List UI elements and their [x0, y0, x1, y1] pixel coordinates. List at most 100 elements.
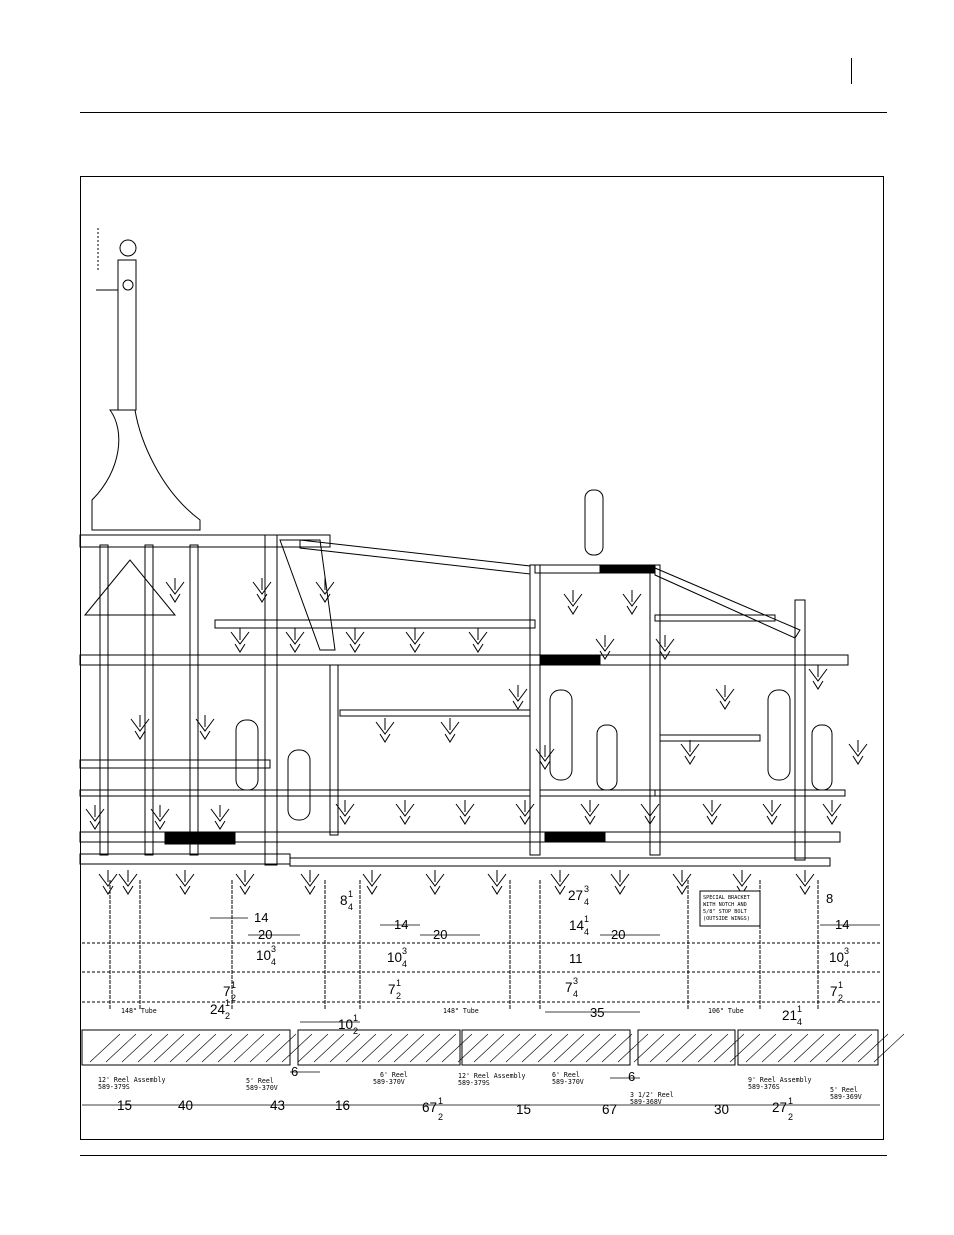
sweep-icon — [808, 665, 828, 690]
reel-hatch-line — [297, 1033, 329, 1063]
dim-20-c: 20 — [611, 927, 625, 942]
svg-text:1: 1 — [348, 889, 353, 899]
reel-hatching — [89, 1033, 905, 1063]
svg-text:4: 4 — [348, 902, 353, 912]
special-bracket-note: SPECIAL BRACKET WITH NOTCH AND 5/8" STOP… — [699, 890, 761, 927]
reel-hatch-line — [425, 1033, 457, 1063]
reel-hatch-line — [521, 1033, 553, 1063]
svg-text:67: 67 — [422, 1100, 437, 1115]
svg-text:589-376S: 589-376S — [748, 1083, 780, 1091]
svg-text:27: 27 — [568, 888, 583, 903]
reel-hatch-line — [457, 1033, 489, 1063]
sweep-icon — [375, 718, 395, 743]
dim-bottom-15-b: 15 — [516, 1102, 531, 1117]
svg-text:12' Reel Assembly: 12' Reel Assembly — [458, 1072, 526, 1080]
svg-text:10: 10 — [387, 950, 402, 965]
machine-frame-linework — [79, 228, 849, 867]
misc-dimensions: 11 35 6 6 — [291, 951, 635, 1084]
reel-hatch-line — [489, 1033, 521, 1063]
dim-14-c: 14 — [835, 917, 849, 932]
reel-hatch-line — [89, 1033, 121, 1063]
sweep-icon — [680, 740, 700, 765]
reel-hatch-line — [169, 1033, 201, 1063]
svg-text:4: 4 — [402, 959, 407, 969]
reel-hatch-line — [537, 1033, 569, 1063]
svg-text:3: 3 — [844, 946, 849, 956]
svg-text:1: 1 — [225, 998, 230, 1008]
svg-text:1: 1 — [788, 1096, 793, 1106]
sweep-icon — [535, 745, 555, 770]
svg-text:21: 21 — [782, 1008, 797, 1023]
sweep-icon — [515, 800, 535, 825]
svg-text:589-379S: 589-379S — [458, 1079, 490, 1087]
sweep-icon — [508, 685, 528, 710]
dim-14-b: 14 — [394, 917, 408, 932]
sweep-icon — [150, 805, 170, 830]
svg-text:3: 3 — [402, 946, 407, 956]
sweep-icon — [335, 800, 355, 825]
sweep-icon — [425, 870, 445, 895]
dim-bottom-43: 43 — [270, 1098, 285, 1113]
svg-text:3: 3 — [584, 884, 589, 894]
sweep-icon — [315, 578, 335, 603]
reel-hatch-line — [441, 1033, 473, 1063]
dim-bottom-30: 30 — [714, 1102, 729, 1117]
svg-text:6' Reel: 6' Reel — [380, 1071, 408, 1079]
reel-hatch-line — [745, 1033, 777, 1063]
sweep-icon — [655, 635, 675, 660]
reel-hatch-line — [345, 1033, 377, 1063]
reel-hatch-line — [777, 1033, 809, 1063]
sweep-icon — [715, 685, 735, 710]
reel-hatch-line — [601, 1033, 633, 1063]
sweep-icon — [672, 870, 692, 895]
reel-hatch-line — [681, 1033, 713, 1063]
header-rule — [80, 112, 887, 113]
reel-hatch-line — [553, 1033, 585, 1063]
sweep-icon — [468, 628, 488, 653]
reel-hatch-line — [793, 1033, 825, 1063]
harrow-stems — [109, 880, 819, 1010]
svg-text:4: 4 — [584, 897, 589, 907]
svg-text:589-379S: 589-379S — [98, 1083, 130, 1091]
reel-hatch-line — [329, 1033, 361, 1063]
sweep-icon — [455, 800, 475, 825]
reel-hatch-line — [393, 1033, 425, 1063]
svg-text:7: 7 — [565, 980, 573, 995]
reel-hatch-line — [201, 1033, 233, 1063]
reel-hatch-line — [313, 1033, 345, 1063]
reel-hatch-line — [233, 1033, 265, 1063]
reel-hatch-line — [409, 1033, 441, 1063]
reel-hatch-line — [105, 1033, 137, 1063]
svg-text:2: 2 — [396, 991, 401, 1001]
svg-text:3 1/2' Reel: 3 1/2' Reel — [630, 1091, 674, 1099]
svg-text:1: 1 — [584, 914, 589, 924]
sweep-icon — [610, 870, 630, 895]
reel-hatch-line — [569, 1033, 601, 1063]
dim-bottom-16: 16 — [335, 1098, 350, 1113]
sweep-icon — [130, 715, 150, 740]
reel-hatch-line — [217, 1033, 249, 1063]
svg-text:10: 10 — [338, 1017, 353, 1032]
svg-text:1: 1 — [797, 1004, 802, 1014]
svg-text:4: 4 — [844, 959, 849, 969]
svg-text:4: 4 — [797, 1017, 802, 1027]
svg-text:7: 7 — [223, 984, 231, 999]
svg-text:4: 4 — [584, 927, 589, 937]
